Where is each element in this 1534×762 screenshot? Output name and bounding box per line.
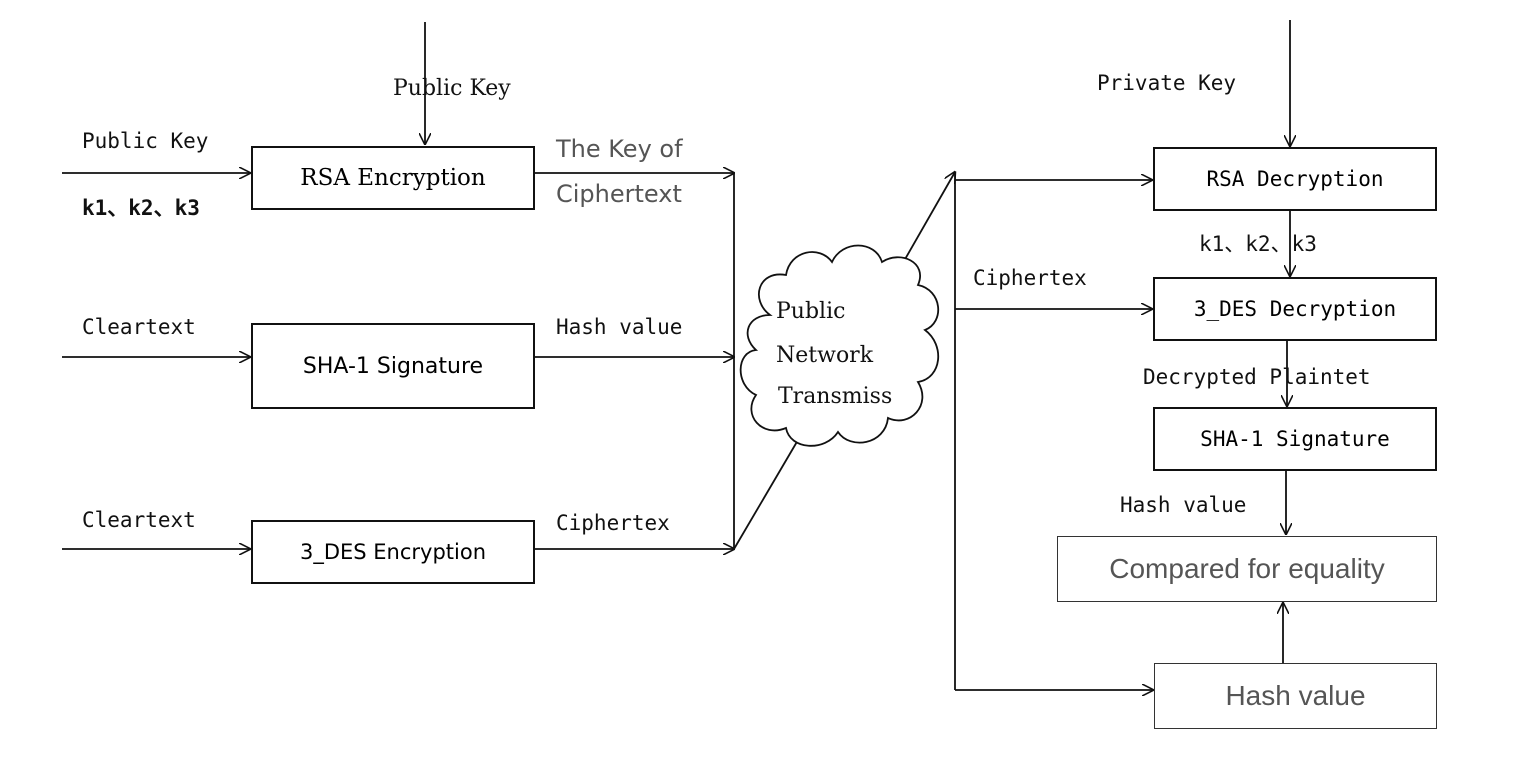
des-encryption-box: 3_DES Encryption [251, 520, 535, 584]
from-network-arrow [899, 172, 955, 269]
rsa-left-key-label: Public Key [82, 129, 209, 153]
hash-value-box-label: Hash value [1225, 680, 1366, 711]
rsa-top-key-label: Public Key [393, 76, 511, 101]
des-output-label: Ciphertex [556, 511, 670, 535]
to-network-line [733, 439, 799, 550]
des-decryption-label: 3_DES Decryption [1193, 297, 1397, 321]
rsa-encryption-label: RSA Encryption [300, 165, 486, 191]
sha-signature-label: SHA-1 Signature [302, 353, 484, 379]
des-decryption-box: 3_DES Decryption [1153, 277, 1437, 341]
network-label-2: Network [776, 343, 874, 368]
sha-output-label: Hash value [556, 315, 683, 339]
sha-input-label: Cleartext [82, 315, 196, 339]
receiver-sha-box: SHA-1 Signature [1153, 407, 1437, 471]
receiver-hash-label: Hash value [1120, 493, 1247, 517]
rsa-output-label-1: The Key of [556, 135, 683, 163]
rsa-decryption-label: RSA Decryption [1206, 167, 1384, 191]
sha-signature-box: SHA-1 Signature [251, 323, 535, 409]
rsa-decryption-box: RSA Decryption [1153, 147, 1437, 211]
receiver-ciphertext-label: Ciphertex [973, 266, 1087, 290]
rsa-left-keys-label: k1、k2、k3 [82, 196, 200, 220]
private-key-label: Private Key [1097, 71, 1237, 95]
rsa-encryption-box: RSA Encryption [251, 146, 535, 210]
receiver-keys-label: k1、k2、k3 [1199, 232, 1317, 256]
rsa-output-label-2: Ciphertext [556, 180, 682, 208]
receiver-sha-label: SHA-1 Signature [1200, 427, 1390, 451]
des-encryption-label: 3_DES Encryption [299, 540, 487, 564]
compare-label: Compared for equality [1109, 553, 1385, 584]
compare-box: Compared for equality [1057, 536, 1437, 602]
hash-value-box: Hash value [1154, 663, 1437, 729]
network-label-1: Public [776, 299, 846, 324]
network-cloud [739, 244, 940, 447]
des-input-label: Cleartext [82, 508, 196, 532]
decrypted-plaintext-label: Decrypted Plaintet [1143, 365, 1371, 389]
network-label-3: Transmiss [778, 384, 893, 409]
